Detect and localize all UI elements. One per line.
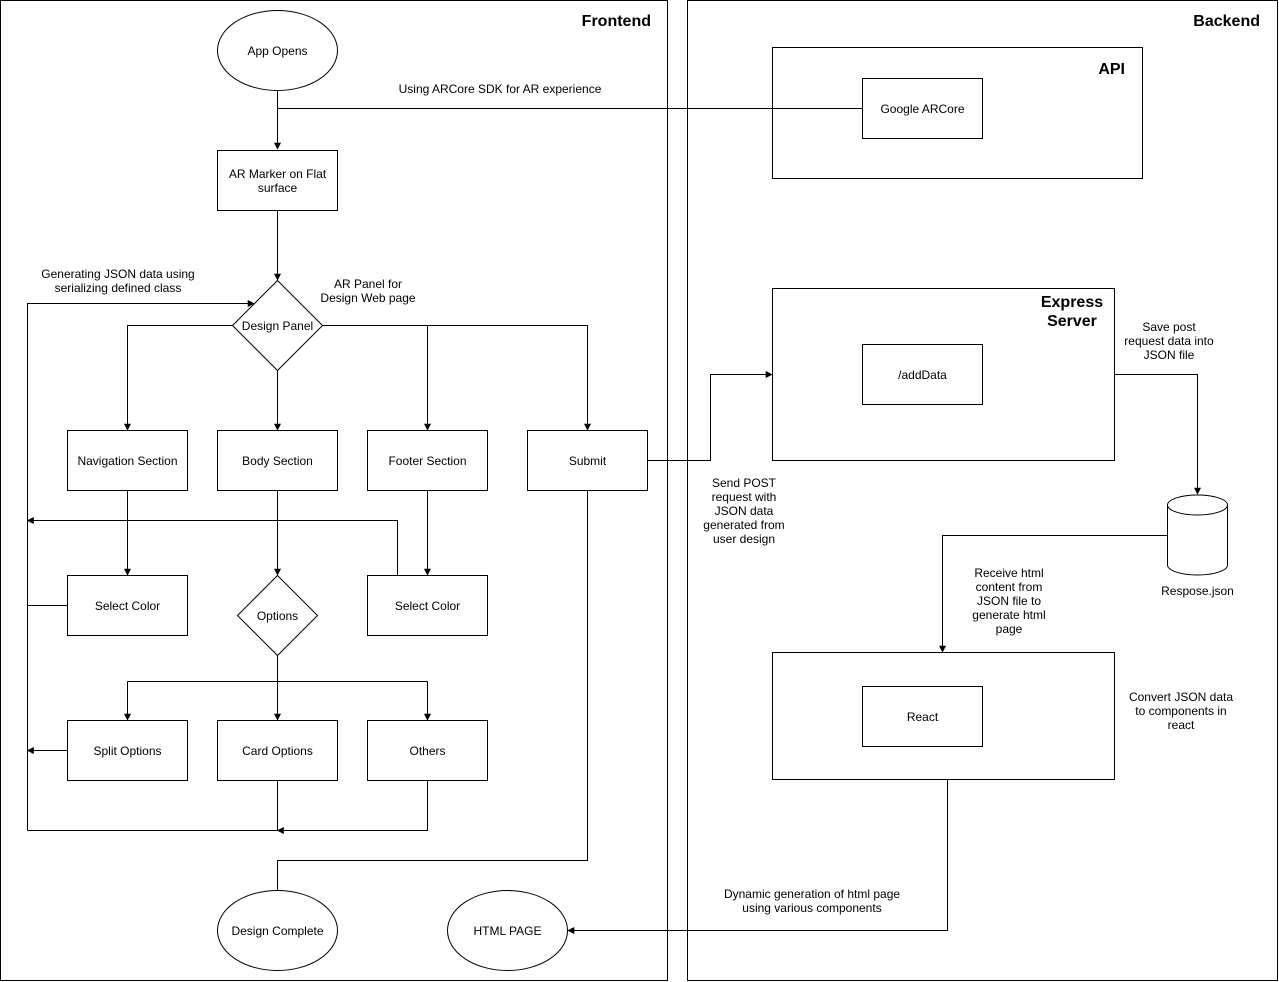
note-send-post-line-3: JSON data (715, 504, 774, 518)
edge-submit-to-express (647, 371, 773, 461)
note-generating-json-line-1: Generating JSON data using (41, 267, 194, 281)
edge-panel-to-navigation (124, 325, 232, 431)
node-app-opens: App Opens (217, 10, 338, 91)
note-receive-html-line-2: content from (976, 580, 1043, 594)
card-options-label: Card Options (242, 744, 313, 758)
add-data-label: /addData (898, 368, 947, 382)
edge-express-to-db (1114, 374, 1201, 495)
edge-react-to-html (567, 780, 948, 934)
note-dynamic-generation-line-1: Dynamic generation of html page (724, 887, 900, 901)
note-send-post-line-4: generated from (703, 518, 784, 532)
note-save-post: Save post request data into JSON file (1124, 320, 1214, 362)
select-color-left-label: Select Color (95, 599, 160, 613)
edge-db-to-react (939, 535, 1167, 653)
express-title-line-1: Express (1041, 294, 1103, 311)
node-design-complete: Design Complete (217, 890, 338, 971)
node-select-color-left: Select Color (67, 575, 188, 636)
note-convert-json-line-2: to components in (1135, 704, 1226, 718)
node-footer-section: Footer Section (367, 430, 488, 491)
edge-panel-to-submit (322, 325, 591, 431)
edge-right-color-back (26, 517, 398, 575)
design-complete-label: Design Complete (231, 924, 323, 938)
note-save-post-line-2: request data into (1124, 334, 1214, 348)
note-dynamic-generation-line-2: using various components (742, 901, 881, 915)
database-label: Respose.json (1161, 584, 1234, 598)
note-save-post-line-3: JSON file (1144, 348, 1195, 362)
note-send-post-line-1: Send POST (712, 476, 777, 490)
app-opens-label: App Opens (247, 44, 307, 58)
google-arcore-label: Google ARCore (880, 102, 964, 116)
node-split-options: Split Options (67, 720, 188, 781)
node-submit: Submit (527, 430, 648, 491)
note-ar-panel-line-1: AR Panel for (334, 277, 402, 291)
others-label: Others (409, 744, 445, 758)
frontend-frame (0, 0, 668, 981)
backend-frame (687, 0, 1278, 981)
note-send-post-line-2: request with (712, 490, 777, 504)
note-receive-html-line-3: JSON file to (977, 594, 1041, 608)
design-panel-label: Design Panel (242, 319, 313, 333)
ar-marker-label-line-1: AR Marker on Flat (229, 167, 327, 181)
node-others: Others (367, 720, 488, 781)
node-ar-marker: AR Marker on Flat surface (217, 150, 338, 211)
node-html-page: HTML PAGE (447, 890, 568, 971)
react-label: React (907, 710, 939, 724)
note-save-post-line-1: Save post (1142, 320, 1196, 334)
node-design-panel: Design Panel (231, 279, 324, 372)
ar-marker-label-line-2: surface (258, 181, 298, 195)
node-options: Options (236, 574, 319, 657)
node-navigation-section: Navigation Section (67, 430, 188, 491)
footer-section-label: Footer Section (388, 454, 466, 468)
note-convert-json-line-1: Convert JSON data (1129, 690, 1233, 704)
note-ar-panel-line-2: Design Web page (320, 291, 416, 305)
api-container (772, 47, 1143, 179)
edges (26, 90, 1201, 934)
edge-others-down (276, 780, 428, 834)
navigation-section-label: Navigation Section (77, 454, 177, 468)
split-options-label: Split Options (93, 744, 161, 758)
submit-label: Submit (569, 454, 607, 468)
note-arcore-sdk: Using ARCore SDK for AR experience (399, 82, 602, 96)
note-receive-html-line-4: generate html (972, 608, 1045, 622)
node-card-options: Card Options (217, 720, 338, 781)
select-color-right-label: Select Color (395, 599, 460, 613)
node-add-data: /addData (862, 344, 983, 405)
options-label: Options (257, 609, 298, 623)
api-title: API (1098, 61, 1125, 78)
note-convert-json-line-3: react (1168, 718, 1195, 732)
html-page-label: HTML PAGE (473, 924, 541, 938)
node-react: React (862, 686, 983, 747)
edge-submit-to-complete (274, 490, 588, 899)
node-select-color-right: Select Color (367, 575, 488, 636)
note-receive-html-line-5: page (996, 622, 1023, 636)
note-send-post-line-5: user design (713, 532, 775, 546)
edge-loop-back (27, 300, 255, 831)
frontend-title: Frontend (582, 13, 651, 30)
express-title-line-2: Server (1047, 313, 1097, 330)
note-generating-json-line-2: serializing defined class (55, 281, 182, 295)
node-body-section: Body Section (217, 430, 338, 491)
body-section-label: Body Section (242, 454, 313, 468)
node-database: Respose.json (1161, 494, 1234, 598)
note-convert-json: Convert JSON data to components in react (1129, 690, 1233, 732)
node-google-arcore: Google ARCore (862, 78, 983, 139)
note-receive-html: Receive html content from JSON file to g… (972, 566, 1045, 636)
note-receive-html-line-1: Receive html (974, 566, 1043, 580)
note-dynamic-generation: Dynamic generation of html page using va… (724, 887, 900, 915)
note-send-post: Send POST request with JSON data generat… (703, 476, 784, 546)
backend-title: Backend (1193, 13, 1260, 30)
